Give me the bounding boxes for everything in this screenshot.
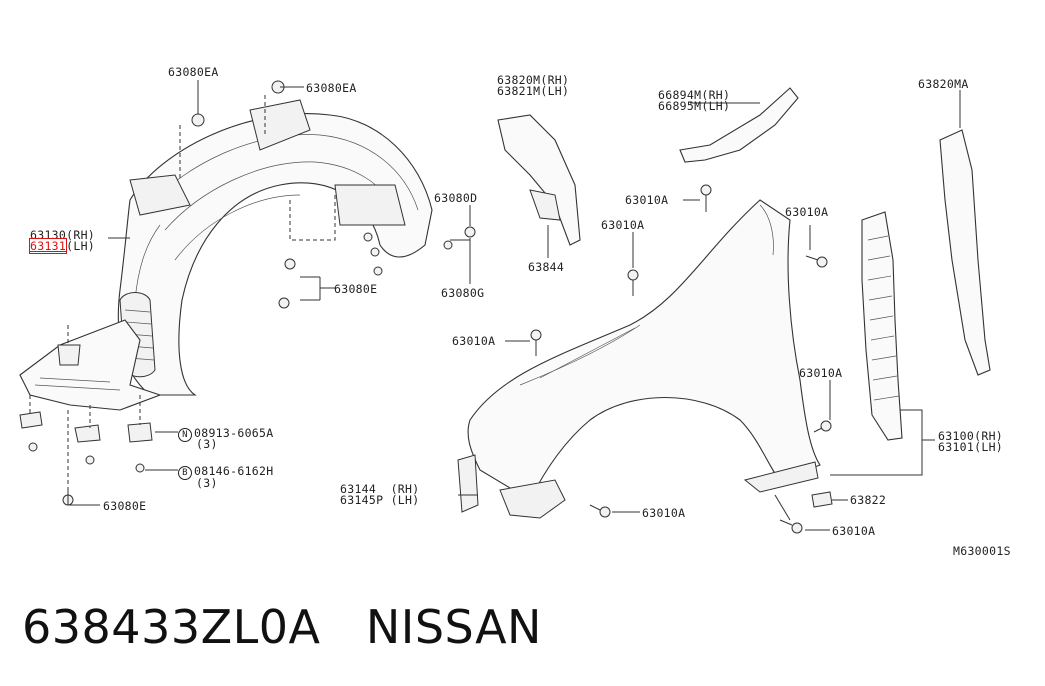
label-63080g: 63080G	[441, 286, 485, 300]
label-08146-qty: (3)	[196, 476, 218, 490]
label-63080ea-top: 63080EA	[168, 65, 219, 79]
left-leader-lines	[29, 80, 471, 506]
label-63820m-rh: 63820M(RH)	[497, 73, 570, 87]
bracket-63820m-drawing	[497, 114, 581, 246]
label-63130-rh: 63130(RH)	[30, 228, 96, 242]
label-66895m-lh: 66895M(LH)	[658, 99, 731, 113]
label-63131-lh: 63131(LH)	[28, 238, 96, 254]
label-63010a-5: 63010A	[799, 366, 843, 380]
label-63010a-2: 63010A	[601, 218, 645, 232]
label-63080d: 63080D	[434, 191, 478, 205]
label-63821m-lh: 63821M(LH)	[497, 84, 570, 98]
label-63144-rh: 63144 (RH)	[340, 482, 420, 496]
label-63010a-3: 63010A	[785, 205, 829, 219]
label-63820ma: 63820MA	[918, 77, 969, 91]
protector-63820ma-drawing	[939, 129, 991, 376]
b-mark-icon: B	[178, 466, 192, 480]
label-63080e-mid: 63080E	[334, 282, 378, 296]
n-mark-icon: N	[178, 428, 192, 442]
label-63131-side: (LH)	[66, 239, 96, 253]
label-63145p-lh: 63145P (LH)	[340, 493, 420, 507]
label-66894m-rh: 66894M(RH)	[658, 88, 731, 102]
label-63010a-1: 63010A	[625, 193, 669, 207]
label-63010a-7: 63010A	[832, 524, 876, 538]
label-08913-text: 08913-6065A	[194, 426, 274, 440]
label-63010a-6: 63010A	[642, 506, 686, 520]
label-63100-rh: 63100(RH)	[938, 429, 1004, 443]
label-63080ea-clip: 63080EA	[306, 81, 357, 95]
label-63101-lh: 63101(LH)	[938, 440, 1004, 454]
fender-liner-drawing	[19, 80, 476, 506]
parts-diagram	[19, 80, 991, 534]
label-63010a-4: 63010A	[452, 334, 496, 348]
label-diagram-code: M630001S	[953, 544, 1011, 558]
part-number-caption: 638433ZL0A NISSAN	[22, 600, 542, 654]
seal-66894m-drawing	[679, 87, 799, 163]
label-08913-qty: (3)	[196, 437, 218, 451]
front-fender-drawing	[457, 199, 821, 519]
mark-63822-drawing	[811, 491, 833, 508]
label-63822: 63822	[850, 493, 887, 507]
highlighted-part-number: 63131	[28, 238, 68, 254]
label-63080e-bottom: 63080E	[103, 499, 147, 513]
bolts-63010a	[505, 184, 832, 534]
stay-63100-drawing	[861, 211, 903, 441]
label-08146-text: 08146-6162H	[194, 464, 274, 478]
label-63844: 63844	[528, 260, 565, 274]
